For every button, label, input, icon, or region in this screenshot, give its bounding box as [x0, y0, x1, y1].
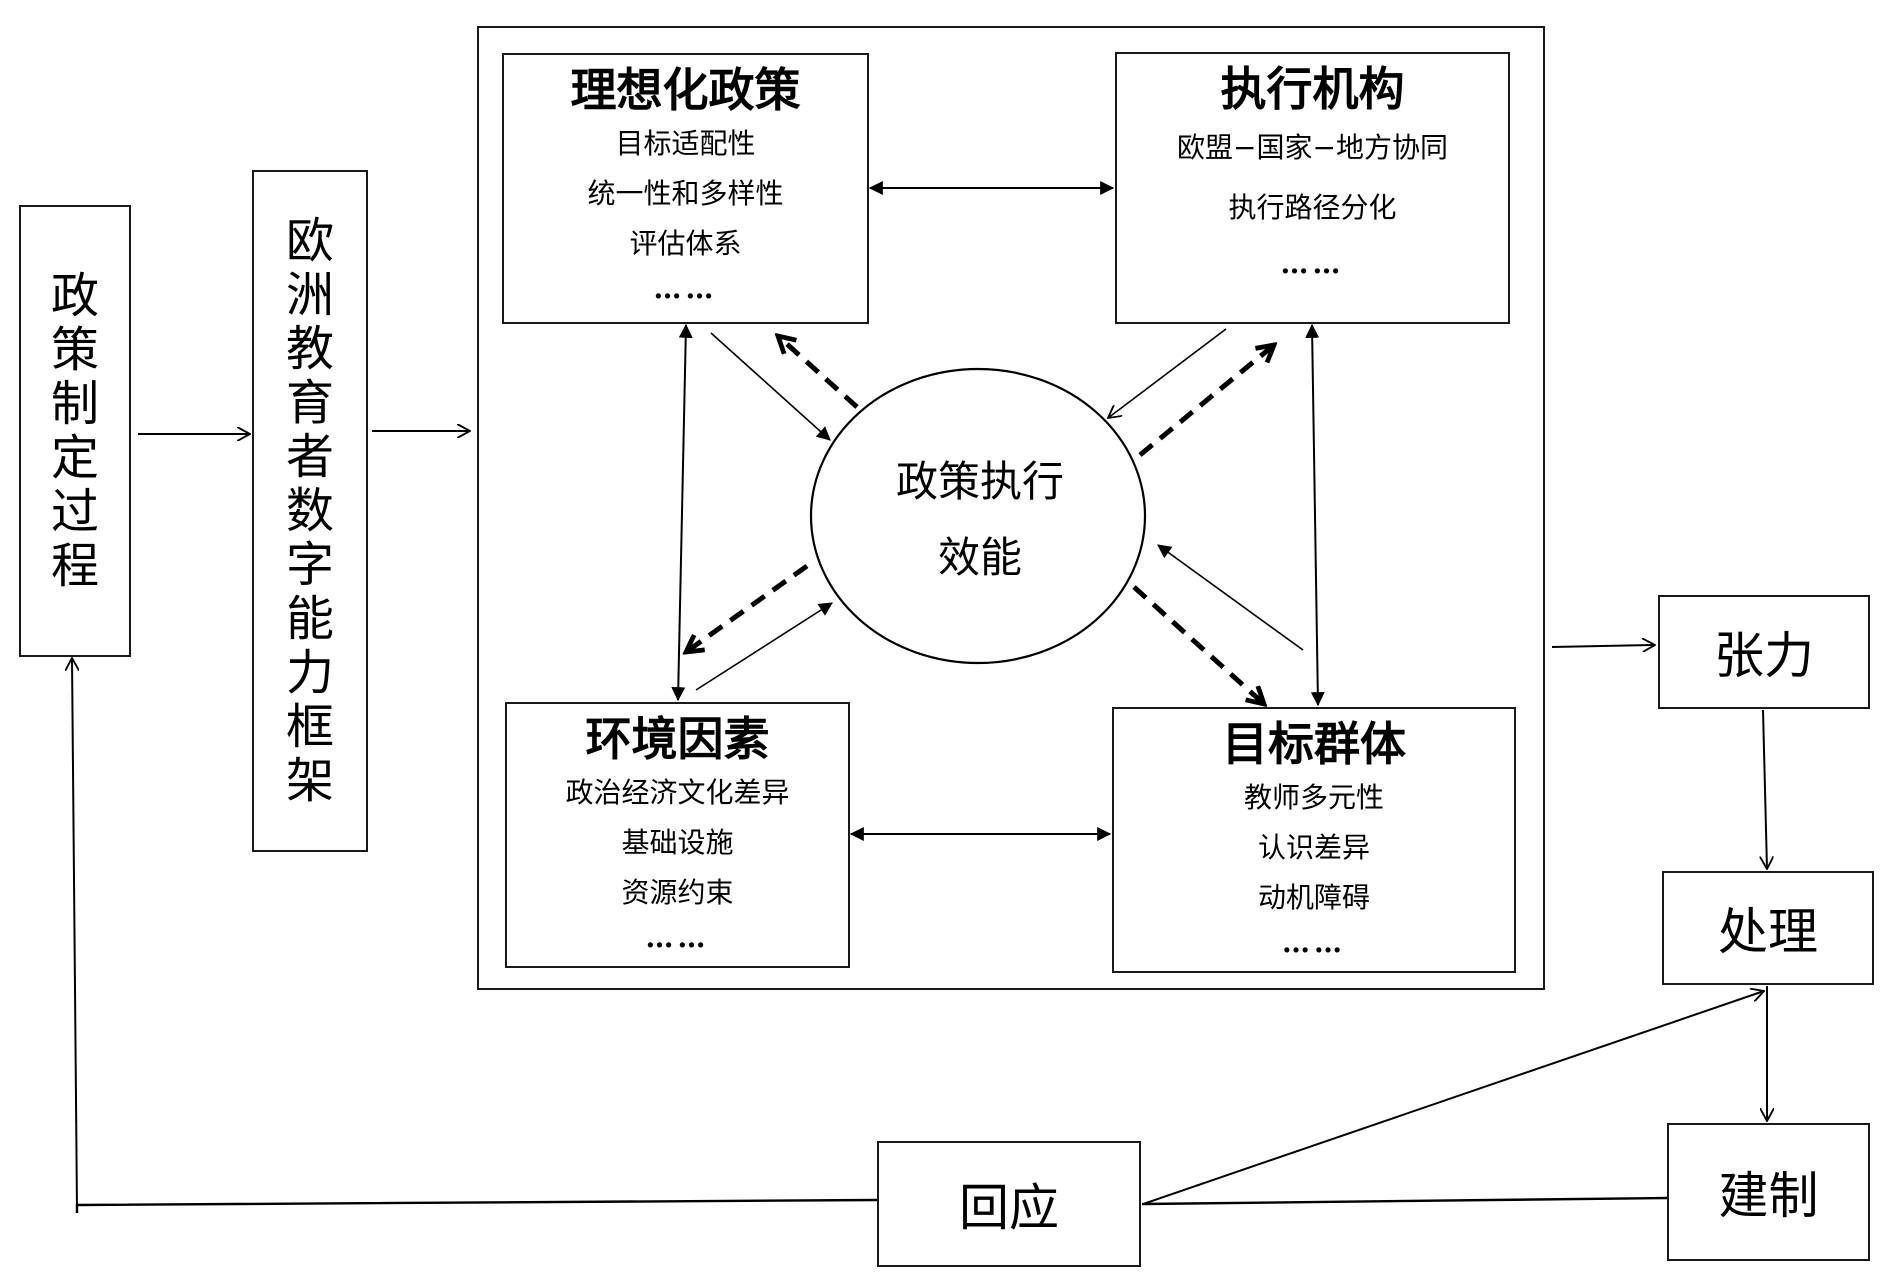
- response-box: 回应: [877, 1141, 1141, 1267]
- vertical-char: 策: [50, 322, 99, 378]
- arrow-target-to-center: [1157, 544, 1304, 651]
- framework-box: 欧洲教育者数字能力框架: [252, 170, 368, 852]
- vertical-char: 过: [50, 484, 99, 540]
- idealized-policy-item: 评估体系: [629, 227, 742, 260]
- center-label: 政策执行 效能: [830, 440, 1130, 600]
- center-ellipse: [809, 367, 1147, 665]
- environment-item: 基础设施: [621, 826, 734, 859]
- response-label: 回应: [959, 1179, 1059, 1237]
- tension-box: 张力: [1658, 595, 1870, 709]
- target-group-item: 认识差异: [1257, 831, 1370, 864]
- target-group-title: 目标群体: [1222, 717, 1406, 771]
- center-label-line1: 政策执行: [895, 457, 1064, 506]
- idealized-policy-ellipsis: ……: [653, 272, 718, 305]
- vertical-char: 能: [285, 591, 334, 647]
- vertical-char: 制: [50, 376, 99, 432]
- policy-making-box: 政策制定过程: [19, 205, 131, 657]
- implementing-agency-ellipsis: ……: [1280, 247, 1345, 280]
- target-group-ellipsis: ……: [1282, 926, 1346, 959]
- center-label-line2: 效能: [937, 533, 1022, 582]
- vertical-char: 架: [285, 753, 334, 809]
- vertical-char: 政: [50, 268, 99, 324]
- arrow-agency-to-center: [1108, 328, 1227, 418]
- tension-label: 张力: [1714, 627, 1814, 685]
- idealized-policy-box: 理想化政策 目标适配性 统一性和多样性 评估体系 ……: [502, 53, 869, 324]
- implementing-agency-item: 欧盟−国家−地方协同: [1177, 131, 1448, 164]
- vertical-char: 字: [285, 537, 334, 593]
- institution-label: 建制: [1718, 1167, 1819, 1225]
- implementation-frame: [477, 26, 1545, 990]
- environment-item: 资源约束: [621, 876, 734, 909]
- implementing-agency-box: 执行机构 欧盟−国家−地方协同 执行路径分化 ……: [1115, 52, 1510, 324]
- double-arrow-left: [671, 323, 693, 702]
- dashed-arrow-to-agency: [1138, 345, 1274, 457]
- institution-box: 建制: [1667, 1123, 1870, 1261]
- environment-ellipsis: ……: [645, 921, 710, 954]
- idealized-policy-item: 统一性和多样性: [587, 177, 784, 210]
- arrow-to-tension: [1551, 645, 1655, 647]
- arrow-environment-to-center: [695, 602, 833, 691]
- environment-box: 环境因素 政治经济文化差异 基础设施 资源约束 ……: [505, 702, 850, 968]
- vertical-char: 育: [285, 375, 334, 431]
- idealized-policy-item: 目标适配性: [615, 127, 756, 160]
- policy-making-label: 政策制定过程: [51, 269, 99, 593]
- line-institution-to-response: [1141, 1196, 1668, 1206]
- arrow-tension-to-handling: [1763, 709, 1767, 869]
- dashed-arrow-to-policy: [778, 336, 859, 409]
- arrow-response-to-handling: [1142, 991, 1764, 1205]
- arrow-policy-to-center: [710, 332, 831, 441]
- handling-box: 处理: [1662, 871, 1874, 985]
- target-group-item: 动机障碍: [1257, 881, 1370, 914]
- vertical-char: 数: [285, 483, 334, 539]
- target-group-item: 教师多元性: [1243, 781, 1384, 814]
- double-arrow-right: [1305, 323, 1325, 707]
- vertical-char: 框: [285, 699, 334, 755]
- vertical-char: 教: [285, 321, 334, 377]
- dashed-arrow-to-target: [1132, 585, 1264, 704]
- vertical-char: 洲: [285, 267, 334, 323]
- vertical-char: 定: [50, 430, 99, 486]
- feedback-arrow-up: [72, 658, 77, 1211]
- framework-label: 欧洲教育者数字能力框架: [286, 214, 334, 808]
- vertical-char: 者: [285, 429, 334, 485]
- target-group-box: 目标群体 教师多元性 认识差异 动机障碍 ……: [1112, 707, 1516, 973]
- implementing-agency-title: 执行机构: [1220, 62, 1405, 116]
- feedback-line: [75, 1198, 878, 1213]
- environment-title: 环境因素: [585, 712, 770, 766]
- vertical-char: 程: [50, 538, 99, 594]
- vertical-char: 力: [285, 645, 334, 701]
- vertical-char: 欧: [285, 213, 334, 269]
- idealized-policy-title: 理想化政策: [570, 63, 801, 117]
- environment-item: 政治经济文化差异: [565, 776, 790, 809]
- implementing-agency-item: 执行路径分化: [1228, 191, 1397, 224]
- handling-label: 处理: [1718, 903, 1818, 961]
